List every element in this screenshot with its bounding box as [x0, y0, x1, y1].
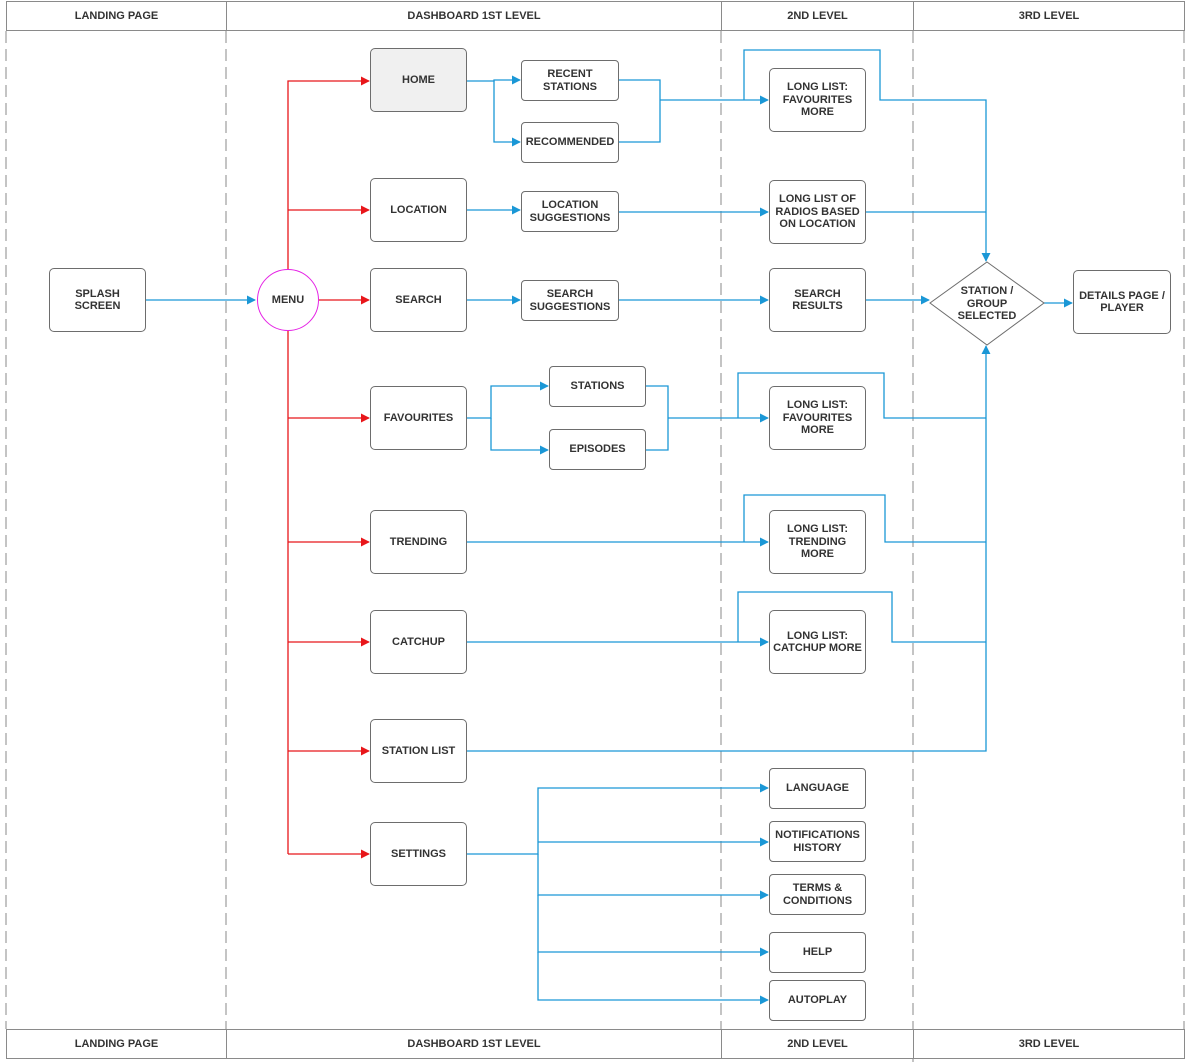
station-list-to-station-edge [467, 345, 991, 752]
footer-2nd-level: 2ND LEVEL [721, 1029, 914, 1059]
search-node[interactable]: SEARCH [370, 268, 467, 332]
recent-recommended-join-edge [619, 79, 768, 143]
stations-label: STATIONS [570, 380, 625, 393]
details-page-player-label: DETAILS PAGE / PLAYER [1079, 289, 1165, 315]
trending-node[interactable]: TRENDING [370, 510, 467, 574]
flow-edges [146, 49, 1073, 1005]
home-to-recommended-edge [493, 81, 521, 147]
search-label: SEARCH [395, 293, 442, 306]
search-results-label: SEARCH RESULTS [792, 287, 843, 313]
favourites-to-stations-edge [467, 381, 549, 419]
location-node[interactable]: LOCATION [370, 178, 467, 242]
settings-node[interactable]: SETTINGS [370, 822, 467, 886]
notifications-history-node[interactable]: NOTIFICATIONS HISTORY [769, 821, 866, 862]
menu-edges [287, 76, 370, 859]
home-node[interactable]: HOME [370, 48, 467, 112]
footer-landing-page: LANDING PAGE [6, 1029, 227, 1059]
terms-conditions-label: TERMS & CONDITIONS [782, 882, 853, 907]
footer-dashboard-1st-level: DASHBOARD 1ST LEVEL [226, 1029, 722, 1059]
trending-label: TRENDING [389, 535, 448, 548]
station-list-node[interactable]: STATION LIST [370, 719, 467, 783]
settings-to-help-edge [537, 895, 769, 957]
autoplay-node[interactable]: AUTOPLAY [769, 980, 866, 1021]
menu-to-home-edge [287, 76, 370, 269]
home-label: HOME [402, 73, 435, 86]
header-3rd-level: 3RD LEVEL [913, 1, 1185, 31]
recent-stations-label: RECENT STATIONS [543, 68, 597, 93]
header-2nd-level: 2ND LEVEL [721, 1, 914, 31]
long-list-catchup-more-node[interactable]: LONG LIST: CATCHUP MORE [769, 610, 866, 674]
recommended-label: RECOMMENDED [525, 136, 615, 149]
recommended-node[interactable]: RECOMMENDED [521, 122, 619, 163]
settings-branch-edge [467, 783, 769, 855]
autoplay-label: AUTOPLAY [787, 994, 848, 1007]
details-page-player-node[interactable]: DETAILS PAGE / PLAYER [1073, 270, 1171, 334]
recent-stations-node[interactable]: RECENT STATIONS [521, 60, 619, 101]
header-landing-page: LANDING PAGE [6, 1, 227, 31]
long-list-catchup-more-label: LONG LIST: CATCHUP MORE [773, 629, 862, 655]
settings-label: SETTINGS [390, 847, 446, 860]
long-list-favourites-more-label: LONG LIST: FAVOURITES MORE [782, 81, 853, 119]
trending-loop-edge [743, 494, 986, 543]
station-group-selected-diamond[interactable] [929, 261, 1045, 346]
long-list-radios-location-node[interactable]: LONG LIST OF RADIOS BASED ON LOCATION [769, 180, 866, 244]
station-group-selected-label: STATION / GROUP SELECTED [957, 285, 1017, 323]
location-suggestions-label: LOCATION SUGGESTIONS [529, 199, 611, 224]
home-to-recent-edge [467, 75, 521, 85]
notifications-history-label: NOTIFICATIONS HISTORY [775, 829, 860, 854]
long-list-radios-location-label: LONG LIST OF RADIOS BASED ON LOCATION [775, 193, 860, 231]
long-list-trending-more-label: LONG LIST: TRENDING MORE [786, 523, 849, 561]
language-label: LANGUAGE [786, 782, 849, 795]
search-results-node[interactable]: SEARCH RESULTS [769, 268, 866, 332]
terms-conditions-node[interactable]: TERMS & CONDITIONS [769, 874, 866, 915]
language-node[interactable]: LANGUAGE [769, 768, 866, 809]
stations-episodes-join-edge [646, 385, 768, 451]
favourites-more-2-loop-edge [737, 372, 986, 419]
splash-screen-node[interactable]: SPLASH SCREEN [49, 268, 146, 332]
lane-dividers [5, 31, 1185, 1062]
episodes-node[interactable]: EPISODES [549, 429, 646, 470]
favourites-label: FAVOURITES [383, 411, 454, 424]
favourites-more-loop-edge [743, 49, 991, 262]
search-suggestions-node[interactable]: SEARCH SUGGESTIONS [521, 280, 619, 321]
episodes-label: EPISODES [569, 443, 626, 456]
long-list-favourites-more-2-node[interactable]: LONG LIST: FAVOURITES MORE [769, 386, 866, 450]
station-list-label: STATION LIST [381, 744, 456, 757]
menu-to-favourites-edge [287, 331, 369, 854]
location-suggestions-node[interactable]: LOCATION SUGGESTIONS [521, 191, 619, 232]
help-label: HELP [802, 946, 833, 959]
catchup-label: CATCHUP [392, 635, 445, 648]
long-list-favourites-more-node[interactable]: LONG LIST: FAVOURITES MORE [769, 68, 866, 132]
help-node[interactable]: HELP [769, 932, 866, 973]
settings-to-autoplay-edge [537, 952, 769, 1005]
header-dashboard-1st-level: DASHBOARD 1ST LEVEL [226, 1, 722, 31]
catchup-loop-edge [737, 591, 986, 643]
settings-to-terms-edge [537, 854, 769, 900]
footer-3rd-level: 3RD LEVEL [913, 1029, 1185, 1059]
catchup-node[interactable]: CATCHUP [370, 610, 467, 674]
splash-screen-label: SPLASH SCREEN [74, 287, 121, 313]
long-list-favourites-more-2-label: LONG LIST: FAVOURITES MORE [782, 399, 853, 437]
favourites-to-episodes-edge [490, 418, 549, 455]
favourites-node[interactable]: FAVOURITES [370, 386, 467, 450]
stations-node[interactable]: STATIONS [549, 366, 646, 407]
location-label: LOCATION [390, 203, 447, 216]
long-list-trending-more-node[interactable]: LONG LIST: TRENDING MORE [769, 510, 866, 574]
menu-label: MENU [271, 294, 305, 306]
menu-node[interactable]: MENU [257, 269, 319, 331]
search-suggestions-label: SEARCH SUGGESTIONS [529, 288, 611, 313]
